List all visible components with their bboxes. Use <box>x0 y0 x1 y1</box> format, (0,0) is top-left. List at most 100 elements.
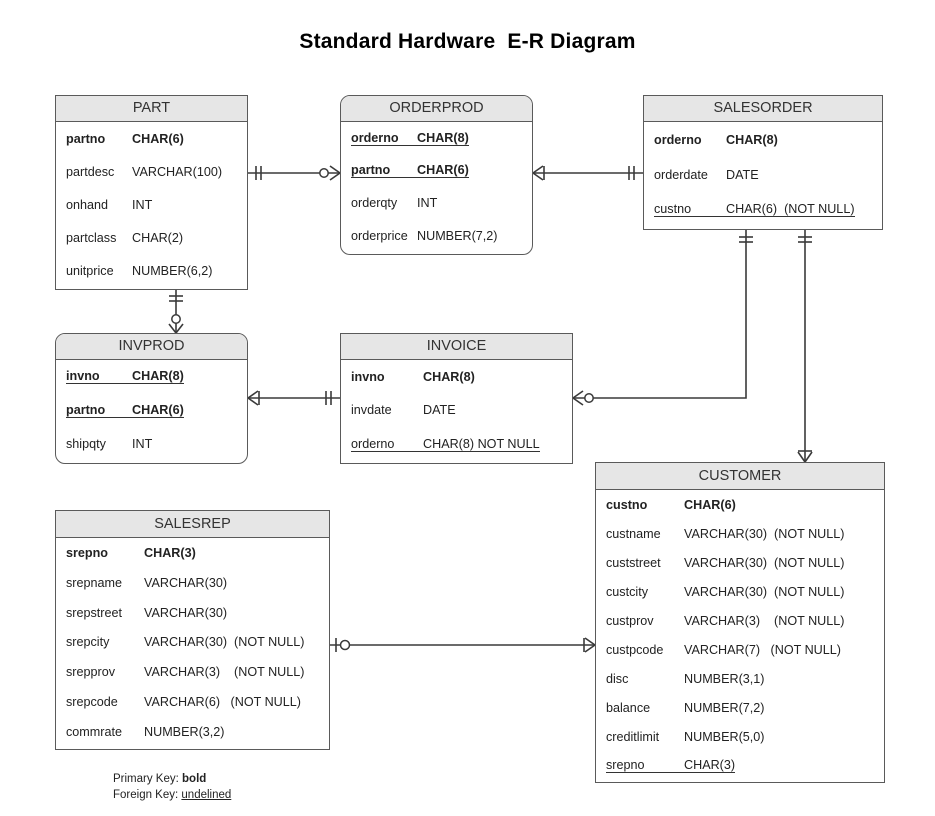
attribute-name: srepstreet <box>66 605 122 620</box>
attribute-row: partno CHAR(6) <box>341 155 532 188</box>
attribute-row: srepname VARCHAR(30) <box>56 568 329 598</box>
attribute-name: custno <box>606 497 648 512</box>
attribute-name: srepno <box>66 545 108 560</box>
entity-header-customer: CUSTOMER <box>596 463 884 490</box>
attribute-name: creditlimit <box>606 729 660 744</box>
attribute-name: orderno <box>351 436 395 451</box>
page-title: Standard Hardware E-R Diagram <box>299 30 636 53</box>
legend-foreign-value: undelined <box>181 788 232 801</box>
attribute-row: custstreet VARCHAR(30) (NOT NULL) <box>596 548 884 577</box>
attribute-row: partdesc VARCHAR(100) <box>56 155 247 188</box>
connector-part-orderprod <box>248 165 341 181</box>
attribute-type: VARCHAR(7) (NOT NULL) <box>684 642 841 657</box>
attribute-type: VARCHAR(30) (NOT NULL) <box>684 555 845 570</box>
legend-foreign-label: Foreign Key: <box>113 788 182 801</box>
attribute-type: CHAR(8) <box>423 369 475 384</box>
attribute-type: DATE <box>423 403 456 418</box>
attribute-row: orderno CHAR(8) <box>341 122 532 155</box>
attribute-name: orderno <box>351 130 399 145</box>
attribute-row: srepstreet VARCHAR(30) <box>56 598 329 628</box>
attribute-row: partclass CHAR(2) <box>56 221 247 254</box>
attribute-name: disc <box>606 671 629 686</box>
attribute-type: CHAR(8) <box>132 369 184 384</box>
attribute-type: VARCHAR(100) <box>132 164 223 179</box>
attribute-row: orderqty INT <box>341 187 532 220</box>
attribute-type: VARCHAR(3) (NOT NULL) <box>684 613 845 628</box>
attribute-name: custprov <box>606 613 654 628</box>
attribute-row: unitprice NUMBER(6,2) <box>56 254 247 287</box>
attribute-type: VARCHAR(3) (NOT NULL) <box>144 665 305 680</box>
attribute-name: srepcode <box>66 695 118 710</box>
attribute-name: orderqty <box>351 196 398 211</box>
attribute-type: NUMBER(3,2) <box>144 724 225 739</box>
attribute-name: unitprice <box>66 263 114 278</box>
attribute-name: orderdate <box>654 167 708 182</box>
attribute-type: INT <box>417 196 438 211</box>
attribute-type: CHAR(2) <box>132 230 184 245</box>
connector-invoice-salesorder <box>572 230 753 406</box>
attribute-name: partno <box>351 163 391 178</box>
legend: Primary Key: bold Foreign Key: undelined <box>113 772 231 803</box>
attribute-name: commrate <box>66 724 122 739</box>
attribute-type: NUMBER(3,1) <box>684 671 765 686</box>
attribute-type: VARCHAR(6) (NOT NULL) <box>144 695 301 710</box>
attribute-name: partclass <box>66 230 117 245</box>
attribute-type: VARCHAR(30) (NOT NULL) <box>684 526 845 541</box>
entity-header-invprod: INVPROD <box>56 334 247 360</box>
attribute-name: custstreet <box>606 555 661 570</box>
attribute-type: CHAR(8) <box>417 130 469 145</box>
attribute-name: partno <box>66 402 106 417</box>
connector-invprod-invoice <box>247 390 340 406</box>
connector-part-invprod <box>168 290 184 334</box>
attribute-name: srepprov <box>66 665 115 680</box>
attribute-name: balance <box>606 700 651 715</box>
attribute-name: srepname <box>66 575 123 590</box>
attribute-type: NUMBER(6,2) <box>132 263 213 278</box>
attribute-row: commrate NUMBER(3,2) <box>56 717 329 747</box>
attribute-name: invdate <box>351 403 392 418</box>
attribute-name: partdesc <box>66 164 115 179</box>
entity-header-invoice: INVOICE <box>341 334 572 360</box>
attribute-type: VARCHAR(30) <box>144 605 228 620</box>
entity-header-salesorder: SALESORDER <box>644 96 882 122</box>
attribute-row: invdate DATE <box>341 394 572 428</box>
attribute-type: NUMBER(7,2) <box>684 700 765 715</box>
legend-primary-value: bold <box>182 773 207 785</box>
attribute-name: orderprice <box>351 228 408 243</box>
attribute-type: NUMBER(5,0) <box>684 729 765 744</box>
attribute-name: custcity <box>606 584 648 599</box>
entity-header-part: PART <box>56 96 247 122</box>
attribute-name: partno <box>66 131 106 146</box>
attribute-type: DATE <box>726 167 759 182</box>
attribute-name: srepcity <box>66 635 110 650</box>
attribute-type: INT <box>132 197 153 212</box>
connector-orderprod-salesorder <box>532 165 643 181</box>
attribute-name: srepno <box>606 758 645 772</box>
entity-header-salesrep: SALESREP <box>56 511 329 538</box>
attribute-type: CHAR(6) <box>417 163 469 178</box>
attribute-type: VARCHAR(30) <box>144 575 228 590</box>
